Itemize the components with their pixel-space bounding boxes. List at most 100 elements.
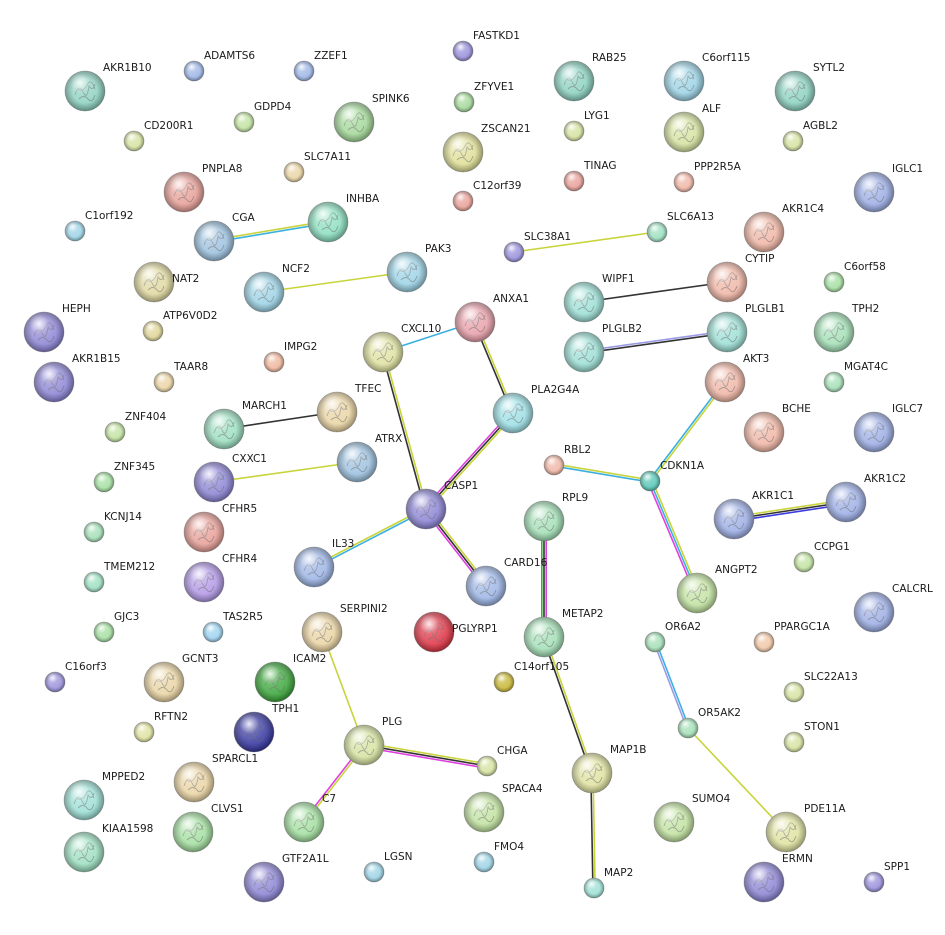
node-spink6[interactable]: SPINK6 [333,93,410,143]
node-cdkn1a[interactable]: CDKN1A [639,460,705,492]
node-agbl2[interactable]: AGBL2 [782,120,838,152]
node-alf[interactable]: ALF [663,103,721,153]
node-rftn2[interactable]: RFTN2 [133,711,188,743]
node-plglb1[interactable]: PLGLB1 [706,303,785,353]
node-tfec[interactable]: TFEC [316,383,381,433]
node-or6a2[interactable]: OR6A2 [644,621,701,653]
node-spp1[interactable]: SPP1 [863,861,910,893]
node-gdpd4[interactable]: GDPD4 [233,101,292,133]
node-akr1b15[interactable]: AKR1B15 [33,353,121,403]
node-ermn[interactable]: ERMN [743,853,813,903]
node-cytip[interactable]: CYTIP [706,253,774,303]
node-gtf2a1l[interactable]: GTF2A1L [243,853,329,903]
node-bche[interactable]: BCHE [743,403,811,453]
node-icam2[interactable]: ICAM2 [254,653,326,703]
node-sumo4[interactable]: SUMO4 [653,793,731,843]
node-il33[interactable]: IL33 [293,538,354,588]
node-angpt2[interactable]: ANGPT2 [676,564,758,614]
node-pnpla8[interactable]: PNPLA8 [163,163,242,213]
node-rbl2[interactable]: RBL2 [543,444,591,476]
node-anxa1[interactable]: ANXA1 [454,293,529,343]
node-iglc7[interactable]: IGLC7 [853,403,923,453]
node-serpini2[interactable]: SERPINI2 [301,603,388,653]
node-cd200r1[interactable]: CD200R1 [123,120,193,152]
node-clvs1[interactable]: CLVS1 [172,803,244,853]
node-akr1c4[interactable]: AKR1C4 [743,203,824,253]
node-slc38a1[interactable]: SLC38A1 [503,231,571,263]
node-card16[interactable]: CARD16 [465,557,548,607]
node-slc6a13[interactable]: SLC6A13 [646,211,714,243]
node-adamts6[interactable]: ADAMTS6 [183,50,255,82]
node-slc22a13[interactable]: SLC22A13 [783,671,858,703]
node-c7[interactable]: C7 [283,793,336,843]
node-fastkd1[interactable]: FASTKD1 [452,30,520,62]
node-tas2r5[interactable]: TAS2R5 [202,611,263,643]
node-march1[interactable]: MARCH1 [203,400,287,450]
node-atrx[interactable]: ATRX [336,433,402,483]
node-tph1[interactable]: TPH1 [233,703,299,753]
node-tph2[interactable]: TPH2 [813,303,879,353]
node-akt3[interactable]: AKT3 [704,353,769,403]
node-casp1[interactable]: CASP1 [405,480,478,530]
node-lgsn[interactable]: LGSN [363,851,413,883]
node-akr1c2[interactable]: AKR1C2 [825,473,906,523]
node-inhba[interactable]: INHBA [307,193,380,243]
node-map1b[interactable]: MAP1B [571,744,646,794]
node-zzef1[interactable]: ZZEF1 [293,50,348,82]
node-plglb2[interactable]: PLGLB2 [563,323,642,373]
node-pak3[interactable]: PAK3 [386,243,451,293]
node-zfyve1[interactable]: ZFYVE1 [453,81,514,113]
node-wipf1[interactable]: WIPF1 [563,273,635,323]
node-fmo4[interactable]: FMO4 [473,841,524,873]
node-or5ak2[interactable]: OR5AK2 [677,707,741,739]
node-cfhr5[interactable]: CFHR5 [183,503,257,553]
node-mgat4c[interactable]: MGAT4C [823,361,888,393]
node-rab25[interactable]: RAB25 [553,52,627,102]
node-gjc3[interactable]: GJC3 [93,611,139,643]
node-cxcl10[interactable]: CXCL10 [362,323,441,373]
node-sparcl1[interactable]: SPARCL1 [173,753,258,803]
node-pde11a[interactable]: PDE11A [765,803,846,853]
node-sytl2[interactable]: SYTL2 [774,62,845,112]
node-c12orf39[interactable]: C12orf39 [452,180,522,212]
node-atp6v0d2[interactable]: ATP6V0D2 [142,310,217,342]
node-kcnj14[interactable]: KCNJ14 [83,511,142,543]
node-slc7a11[interactable]: SLC7A11 [283,151,351,183]
node-akr1b10[interactable]: AKR1B10 [64,62,152,112]
node-c14orf105[interactable]: C14orf105 [493,661,569,693]
node-rpl9[interactable]: RPL9 [523,492,588,542]
node-cga[interactable]: CGA [193,212,255,262]
node-impg2[interactable]: IMPG2 [263,341,317,373]
node-tmem212[interactable]: TMEM212 [83,561,155,593]
node-ncf2[interactable]: NCF2 [243,263,310,313]
node-zscan21[interactable]: ZSCAN21 [442,123,531,173]
node-iglc1[interactable]: IGLC1 [853,163,923,213]
node-calcrl[interactable]: CALCRL [853,583,933,633]
node-pglyrp1[interactable]: PGLYRP1 [413,611,498,653]
node-akr1c1[interactable]: AKR1C1 [713,490,794,540]
node-chga[interactable]: CHGA [476,745,528,777]
node-c6orf58[interactable]: C6orf58 [823,261,886,293]
node-ppargc1a[interactable]: PPARGC1A [753,621,831,653]
node-ston1[interactable]: STON1 [783,721,840,753]
node-c16orf3[interactable]: C16orf3 [44,661,107,693]
node-tinag[interactable]: TINAG [563,160,617,192]
node-c1orf192[interactable]: C1orf192 [64,210,134,242]
node-heph[interactable]: HEPH [23,303,91,353]
node-taar8[interactable]: TAAR8 [153,361,208,393]
node-ppp2r5a[interactable]: PPP2R5A [673,161,742,193]
node-plg[interactable]: PLG [343,716,402,766]
node-cxxc1[interactable]: CXXC1 [193,453,267,503]
node-c6orf115[interactable]: C6orf115 [663,52,751,102]
node-lyg1[interactable]: LYG1 [563,110,610,142]
node-cfhr4[interactable]: CFHR4 [183,553,258,603]
node-nat2[interactable]: NAT2 [133,261,199,303]
node-pla2g4a[interactable]: PLA2G4A [492,384,580,434]
node-map2[interactable]: MAP2 [583,867,633,899]
node-mpped2[interactable]: MPPED2 [63,771,145,821]
node-znf345[interactable]: ZNF345 [93,461,155,493]
node-kiaa1598[interactable]: KIAA1598 [63,823,153,873]
node-spaca4[interactable]: SPACA4 [463,783,543,833]
node-znf404[interactable]: ZNF404 [104,411,166,443]
node-gcnt3[interactable]: GCNT3 [143,653,218,703]
